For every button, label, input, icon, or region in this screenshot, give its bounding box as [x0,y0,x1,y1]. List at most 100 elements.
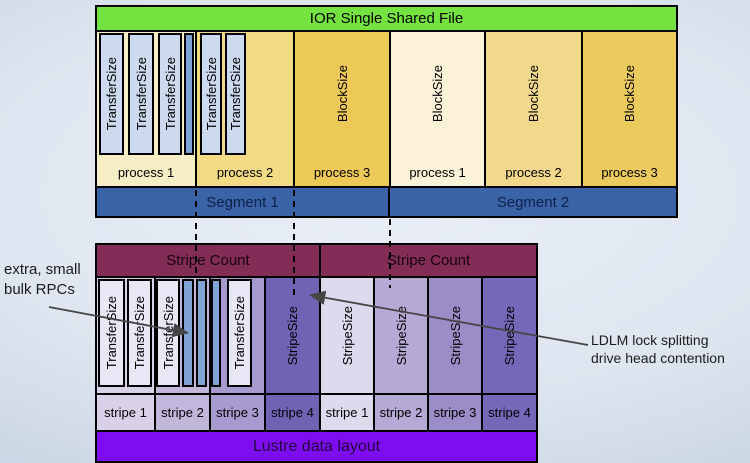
stripe-label: stripe 1 [104,405,147,420]
stripe-size-wrap: StripeSize [266,278,319,393]
process-label: process 2 [216,165,274,180]
stripe-label: stripe 3 [433,405,477,420]
segment1-cell: Segment 1 [97,188,390,216]
process-label: process 1 [117,165,175,180]
block-size-wrap: BlockSize [391,32,484,156]
ior-process1-seg1-cell: TransferSize TransferSize TransferSize p… [97,32,197,186]
block-size-label: BlockSize [334,65,350,123]
lustre-stripe1-col: TransferSize TransferSize [97,278,156,393]
transfer-bar: TransferSize [99,33,124,155]
stripe-label: stripe 1 [325,405,369,420]
stripe-size-wrap: StripeSize [429,278,481,393]
ldlm-line2: drive head contention [591,350,725,367]
lustre-layout-bar: Lustre data layout [95,432,538,463]
transfer-size-label: TransferSize [232,296,247,370]
stripe-label: stripe 2 [161,405,204,420]
transfer-bar: TransferSize [158,33,182,155]
stripe-count2-label: Stripe Count [386,252,471,269]
lustre-stripe4b-col: StripeSize [483,278,536,393]
block-size-label: BlockSize [526,65,541,123]
transfer-size-label: TransferSize [228,57,243,131]
ior-process3-seg2-cell: BlockSize process 3 [583,32,676,186]
stripe-label-cell: stripe 1 [97,395,156,430]
transfer-size-label: TransferSize [132,296,147,370]
stripe-label-cell: stripe 3 [211,395,266,430]
transfer-bar: TransferSize [200,33,222,155]
stripe-size-label: StripeSize [393,305,409,366]
ior-columns: TransferSize TransferSize TransferSize p… [95,32,678,188]
lustre-stripe2-col: TransferSize [156,278,211,393]
process-label: process 3 [601,165,658,180]
segment2-label: Segment 2 [496,193,570,211]
transfer-bar: TransferSize [127,279,152,387]
stripe-label: stripe 2 [379,405,423,420]
stripe-label: stripe 3 [216,405,259,420]
transfer-size-label: TransferSize [104,296,119,370]
transfer-size-label: TransferSize [133,57,149,131]
block-size-wrap: BlockSize [583,32,676,156]
bulk-rpcs-note: extra, small bulk RPCs [4,260,81,300]
lustre-columns: TransferSize TransferSize TransferSize T… [95,278,538,395]
ior-process1-seg2-cell: BlockSize process 1 [391,32,486,186]
bulk-rpcs-line1: extra, small [4,261,81,278]
stripe-size-wrap: StripeSize [321,278,373,393]
stripe-label: stripe 4 [271,405,314,420]
stripe-size-label: StripeSize [447,305,463,366]
small-rpc-sliver [184,33,194,155]
transfer-size-label: TransferSize [203,57,219,131]
stripe-label-cell: stripe 4 [483,395,536,430]
stripe-label: stripe 4 [488,405,531,420]
stripe-count-bar: Stripe Count Stripe Count [95,243,538,278]
ior-diagram: IOR Single Shared File TransferSize Tran… [95,5,678,218]
block-size-wrap: BlockSize [295,32,389,156]
stripe-label-cell: stripe 1 [321,395,375,430]
process-label: process 1 [409,165,466,180]
ldlm-note: LDLM lock splitting drive head contentio… [591,331,725,368]
stripe-size-label: StripeSize [285,305,300,366]
transfer-bar: TransferSize [156,279,180,387]
stripe-size-wrap: StripeSize [483,278,536,393]
segment2-cell: Segment 2 [390,188,676,216]
stripe-count1-cell: Stripe Count [97,245,321,276]
lustre-diagram: Stripe Count Stripe Count TransferSize T… [95,243,538,463]
stripe-label-cell: stripe 2 [375,395,429,430]
ior-title-text: IOR Single Shared File [309,10,464,27]
transfer-size-label: TransferSize [162,57,178,131]
stripe-label-cell: stripe 4 [266,395,321,430]
ior-process2-seg2-cell: BlockSize process 2 [486,32,583,186]
lustre-stripe4-col: StripeSize [266,278,321,393]
stripe-label-cell: stripe 2 [156,395,211,430]
transfer-bar: TransferSize [128,33,154,155]
lustre-stripe1b-col: StripeSize [321,278,375,393]
process-label: process 2 [505,165,562,180]
stripe-size-label: StripeSize [339,305,355,366]
segment1-label: Segment 1 [206,193,279,211]
bulk-rpcs-line2: bulk RPCs [4,280,75,298]
lustre-stripe3b-col: StripeSize [429,278,483,393]
lustre-layout-label: Lustre data layout [252,437,381,455]
ldlm-line1: LDLM lock splitting [591,332,709,348]
block-size-wrap: BlockSize [486,32,581,156]
stripe-label-cell: stripe 3 [429,395,483,430]
transfer-size-label: TransferSize [104,57,119,131]
transfer-bar: TransferSize [98,279,125,387]
segment-bar: Segment 1 Segment 2 [95,188,678,218]
transfer-size-label: TransferSize [160,296,176,370]
stripe-count1-label: Stripe Count [166,252,250,269]
ior-process3-seg1-cell: BlockSize process 3 [295,32,391,186]
transfer-bar: TransferSize [225,33,246,155]
small-rpc-sliver [211,279,221,387]
ior-process2-seg1-cell: TransferSize TransferSize process 2 [197,32,295,186]
lustre-stripe3-col: TransferSize [211,278,266,393]
stripe-label-row: stripe 1 stripe 2 stripe 3 stripe 4 stri… [95,395,538,432]
small-rpc-sliver [196,279,207,387]
small-rpc-sliver [182,279,194,387]
lustre-stripe2b-col: StripeSize [375,278,429,393]
stripe-count2-cell: Stripe Count [321,245,536,276]
process-label: process 3 [313,165,371,180]
transfer-bar: TransferSize [227,279,252,387]
block-size-label: BlockSize [622,65,637,123]
stripe-size-label: StripeSize [502,305,517,366]
block-size-label: BlockSize [430,65,445,123]
